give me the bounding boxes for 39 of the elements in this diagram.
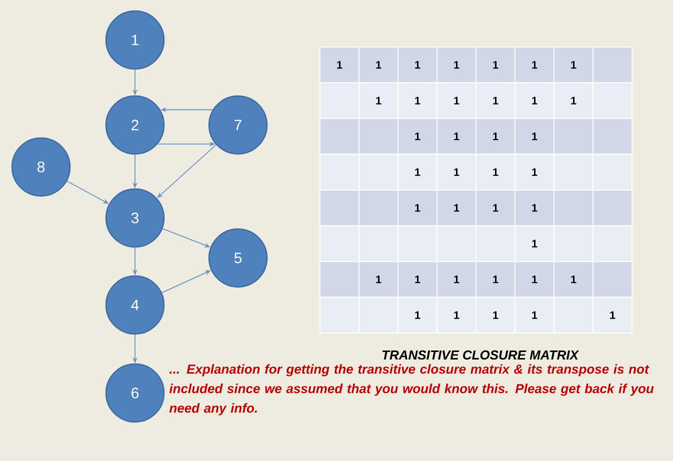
- table-cell: 1: [358, 261, 398, 298]
- table-cell: 1: [476, 190, 516, 226]
- table-cell: 1: [476, 261, 516, 298]
- table-cell: 1: [514, 154, 554, 190]
- table-cell: 1: [476, 118, 516, 155]
- table-cell: 1: [436, 46, 476, 84]
- table-cell: 1: [436, 261, 476, 298]
- table-cell: 1: [514, 82, 554, 119]
- table-cell: 1: [514, 46, 554, 84]
- table-cell: 1: [554, 46, 594, 84]
- table-cell: 1: [436, 190, 476, 226]
- table-cell: 1: [398, 118, 438, 155]
- table-cell: 1: [398, 261, 438, 298]
- table-cell: 1: [476, 154, 516, 190]
- table-cell: 1: [398, 154, 438, 190]
- caption: TRANSITIVE CLOSURE MATRIX: [382, 350, 580, 360]
- table-cell: 1: [436, 82, 476, 119]
- table-cell: 1: [554, 82, 594, 119]
- table-cell: 1: [514, 261, 554, 298]
- table-cell: 1: [436, 118, 476, 155]
- table-cell: 1: [358, 46, 398, 84]
- table-cell: 1: [398, 82, 438, 119]
- table-cell: 1: [514, 225, 554, 262]
- table-cell: 1: [514, 190, 554, 226]
- table-cell: 1: [320, 46, 360, 84]
- table-cell: 1: [398, 190, 438, 226]
- note: ... Explanation for getting the transitive closure matrix & its transpose is not included since we assumed that you would know this. Please get back if you need any info.: [169, 364, 654, 416]
- table-cell: 1: [592, 296, 632, 334]
- table-cell: 1: [476, 296, 516, 334]
- table-cell: 1: [436, 154, 476, 190]
- table-cell: 1: [398, 46, 438, 84]
- table-cell: 1: [554, 261, 594, 298]
- table-cell: 1: [476, 46, 516, 84]
- table-cell: 1: [436, 296, 476, 334]
- table-cell: 1: [398, 296, 438, 334]
- table-cell: 1: [358, 82, 398, 119]
- table-cell: 1: [514, 296, 554, 334]
- table-cell: 1: [514, 118, 554, 155]
- table-cell: 1: [476, 82, 516, 119]
